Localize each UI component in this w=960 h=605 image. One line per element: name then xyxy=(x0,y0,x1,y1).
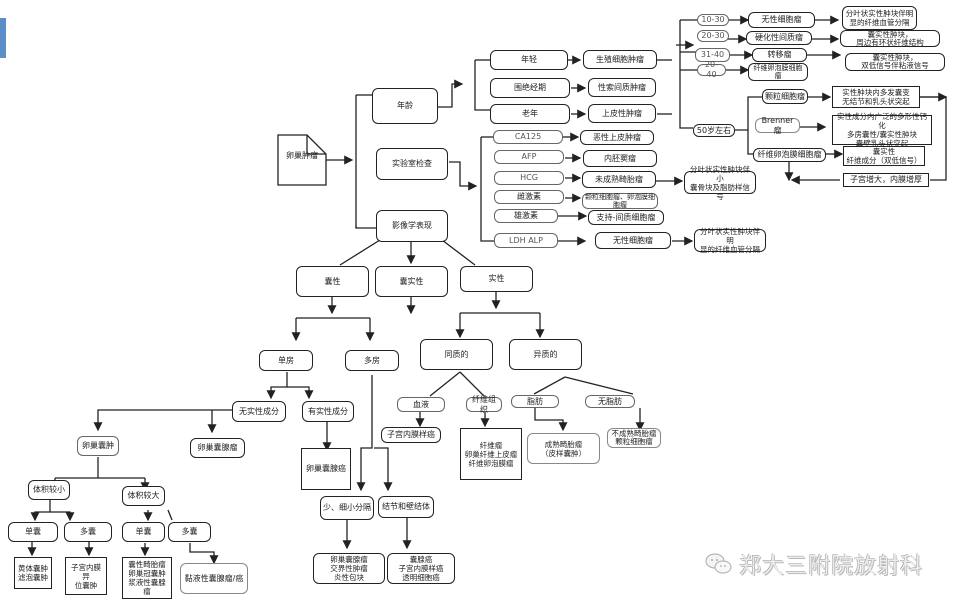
blood-result: 子宫内膜样癌 xyxy=(381,427,441,443)
marker-estrogen: 雌激素 xyxy=(494,190,564,204)
blood-node: 血液 xyxy=(397,397,445,412)
age-50: 50岁左右 xyxy=(693,124,735,137)
fat-result: 成熟畸胎瘤 （皮样囊肿） xyxy=(527,433,600,464)
granulosa-feature: 实性肿块内多发囊变 无结节和乳头状突起 xyxy=(832,86,920,108)
imaging-node: 影像学表现 xyxy=(376,210,448,242)
root-node: 卵巢肿瘤 xyxy=(286,151,318,160)
with-solid-node: 有实性成分 xyxy=(302,401,354,422)
ovarian-cyst-node: 卵巢囊肿 xyxy=(77,436,119,456)
marker-hcg: HCG xyxy=(494,171,564,185)
range-10-30-feature: 分叶状实性肿块伴明 显的纤维血管分隔 xyxy=(842,6,917,30)
ldh-alp-feature: 分叶状实性肿块伴明 显的纤维血管分隔 xyxy=(694,227,766,254)
ldh-alp-tumor: 无性细胞瘤 xyxy=(595,232,671,249)
document-shape xyxy=(277,134,327,186)
uterus-feature: 子宫增大，内膜增厚 xyxy=(843,173,929,187)
estrogen-tumor: 颗粒细胞瘤、卵泡膜细 胞瘤 xyxy=(582,193,658,209)
small-multi-node: 多囊 xyxy=(64,522,112,542)
large-volume-node: 体积较大 xyxy=(122,486,165,506)
fibrous-node: 纤维组织 xyxy=(466,395,502,414)
androgen-tumor: 支持-间质细胞瘤 xyxy=(588,210,664,225)
hcg-tumor: 未成熟畸胎瘤 xyxy=(582,171,656,188)
multilocular-node: 多房 xyxy=(345,350,399,371)
marker-ldh-alp: LDH ALP xyxy=(494,233,558,248)
left-accent-bar xyxy=(0,18,6,58)
range-20-30-feature: 囊实性肿块， 周边有环状纤维结构 xyxy=(840,30,940,47)
no-fat-node: 无脂肪 xyxy=(585,395,635,408)
range-20-30: 20-30 xyxy=(697,30,729,42)
age-node: 年龄 xyxy=(372,88,438,124)
range-20-30-tumor: 硬化性间质瘤 xyxy=(746,31,812,45)
age-perimenopause: 围绝经期 xyxy=(490,78,570,98)
fat-node: 脂肪 xyxy=(511,395,559,408)
range-20-40-tumor: 纤维卵泡膜细胞 瘤 xyxy=(748,63,808,81)
range-31-40-tumor: 转移瘤 xyxy=(752,48,807,62)
cystic-solid-node: 囊实性 xyxy=(375,266,448,297)
marker-afp: AFP xyxy=(494,150,564,164)
age-young: 年轻 xyxy=(490,50,568,70)
watermark: 郑大三附院放射科 xyxy=(705,548,923,580)
no-solid-node: 无实性成分 xyxy=(232,401,286,422)
brenner-feature: 实性成分内广泛的多形性钙化 多房囊性/囊实性肿块 囊壁乳头状突起 xyxy=(832,112,932,148)
fibrothecoma-feature: 囊实性 纤维成分（双低信号） xyxy=(843,146,925,166)
range-10-30: 10-30 xyxy=(697,14,729,26)
few-septa-node: 少、细小分隔 xyxy=(320,496,374,520)
small-single-node: 单囊 xyxy=(8,522,58,542)
large-single-result: 囊性畸胎瘤 卵巢冠囊肿 浆液性囊腺瘤 xyxy=(122,557,172,599)
fibrous-result: 纤维瘤 卵巢纤维上皮瘤 纤维卵泡膜瘤 xyxy=(460,428,522,480)
heterogeneous-node: 异质的 xyxy=(509,339,582,370)
perimenopause-tumor: 性索间质肿瘤 xyxy=(588,78,656,97)
age-elderly: 老年 xyxy=(490,104,570,124)
range-20-40: 20-40 xyxy=(697,60,726,79)
marker-androgen: 雄激素 xyxy=(494,209,558,223)
nodules-result: 囊腺癌 子宫内膜样癌 透明细胞癌 xyxy=(387,553,455,584)
afp-tumor: 内胚窦瘤 xyxy=(583,150,657,167)
small-multi-result: 子宫内膜异 位囊肿 xyxy=(65,557,107,595)
hcg-feature: 分叶状实性肿块伴小 囊骨块及脂肪样信号 xyxy=(684,165,756,201)
brenner-tumor: Brenner瘤 xyxy=(755,116,800,135)
unilocular-node: 单房 xyxy=(259,350,313,371)
lab-node: 实验室检查 xyxy=(376,148,448,180)
small-volume-node: 体积较小 xyxy=(28,480,70,500)
ca125-tumor: 恶性上皮肿瘤 xyxy=(580,130,654,145)
range-10-30-tumor: 无性细胞瘤 xyxy=(748,12,815,28)
solid-node: 实性 xyxy=(460,266,533,292)
fibrothecoma-tumor: 纤维卵泡膜细胞瘤 xyxy=(753,148,826,162)
young-tumor: 生殖细胞肿瘤 xyxy=(583,50,657,69)
elderly-tumor: 上皮性肿瘤 xyxy=(588,104,656,123)
cystadenocarcinoma-node: 卵巢囊腺癌 xyxy=(301,448,351,490)
range-31-40-feature: 囊实性肿块， 双低信号伴粘液信号 xyxy=(845,53,945,71)
cystadenoma-node: 卵巢囊腺瘤 xyxy=(190,438,245,458)
large-multi-node: 多囊 xyxy=(168,522,211,542)
range-31-40: 31-40 xyxy=(695,48,730,62)
small-single-result: 黄体囊肿 滤泡囊肿 xyxy=(14,557,52,589)
wechat-icon xyxy=(705,553,732,574)
watermark-text: 郑大三附院放射科 xyxy=(739,554,924,579)
granulosa-tumor: 颗粒细胞瘤 xyxy=(762,89,808,104)
few-septa-result: 卵巢囊腺瘤 交界性肿瘤 炎性包块 xyxy=(313,553,385,584)
large-single-node: 单囊 xyxy=(122,522,165,542)
large-multi-result: 黏液性囊腺瘤/癌 xyxy=(180,563,248,594)
cystic-node: 囊性 xyxy=(296,266,369,297)
marker-ca125: CA125 xyxy=(493,130,563,144)
homogeneous-node: 同质的 xyxy=(420,339,493,370)
no-fat-result: 不成熟畸胎瘤 颗粒细胞瘤 xyxy=(607,428,661,448)
nodules-node: 结节和壁结体 xyxy=(378,496,434,518)
